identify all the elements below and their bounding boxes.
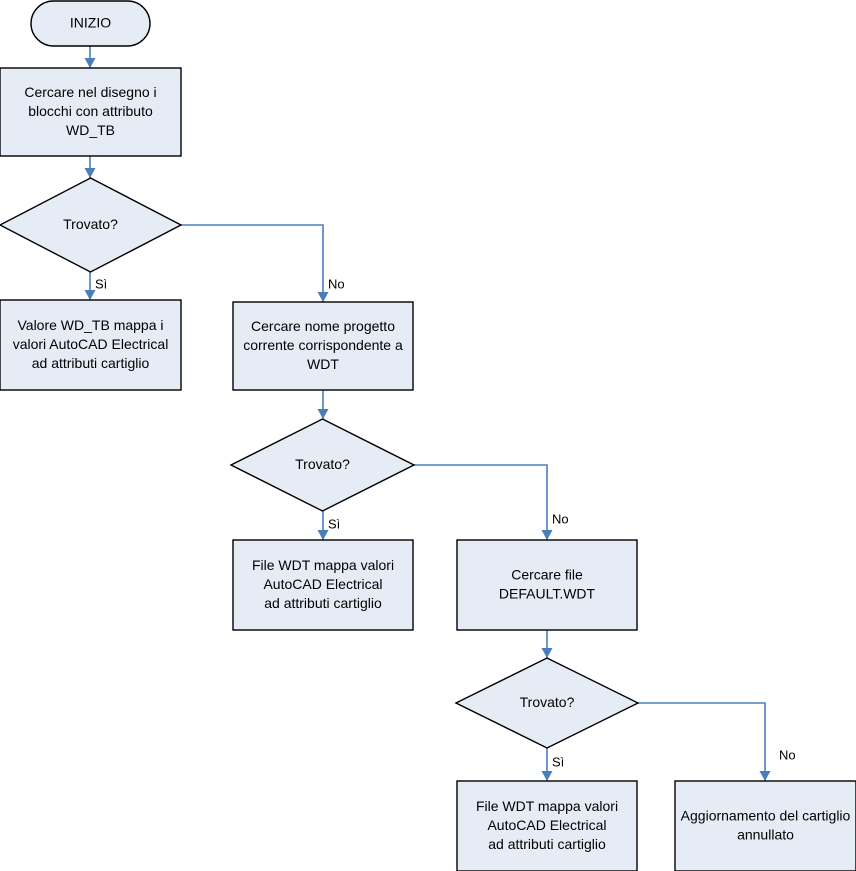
process-shape [0, 299, 182, 391]
edge-arrowhead [541, 648, 553, 658]
edge-arrowhead [541, 530, 553, 540]
edge-line [414, 464, 548, 540]
edge-arrowhead [759, 771, 771, 781]
flow-node-decision-2[interactable]: Trovato? [229, 418, 416, 512]
edges-layer [84, 46, 771, 781]
node-label: INIZIO [70, 14, 111, 30]
node-label: Trovato? [295, 456, 350, 472]
flow-edge-e-d1-no [181, 224, 329, 302]
edge-arrowhead [84, 290, 96, 300]
process-shape [456, 539, 638, 631]
edge-arrowhead [84, 168, 96, 178]
node-label: Trovato? [520, 694, 575, 710]
flow-edge-e-d2-yes [317, 511, 329, 540]
flow-edge-e-start-search [84, 46, 96, 68]
edge-label-e-d2-no: No [552, 511, 569, 526]
terminator-shape [30, 0, 151, 47]
node-label: Trovato? [63, 216, 118, 232]
decision-shape [454, 657, 640, 749]
flow-edge-e-searchproj-d2 [317, 390, 329, 419]
flow-node-decision-1[interactable]: Trovato? [0, 177, 183, 273]
edge-line [638, 702, 766, 781]
edge-arrowhead [84, 58, 96, 68]
decision-shape [229, 418, 416, 512]
edge-label-e-d3-no: No [779, 747, 796, 762]
decision-shape [0, 177, 183, 273]
process-shape [674, 780, 856, 871]
edge-label-e-d2-yes: Sì [328, 516, 340, 531]
edge-arrowhead [317, 409, 329, 419]
flow-edge-e-d1-yes [84, 272, 96, 300]
process-shape [0, 67, 182, 157]
edge-arrowhead [541, 771, 553, 781]
edge-label-e-d1-yes: Sì [95, 276, 107, 291]
edge-arrowhead [317, 530, 329, 540]
flow-edge-e-default-d3 [541, 630, 553, 658]
edge-line [181, 224, 324, 302]
edge-label-e-d1-no: No [328, 276, 345, 291]
flow-node-decision-3[interactable]: Trovato? [454, 657, 640, 749]
edge-arrowhead [317, 292, 329, 302]
flow-edge-e-search-d1 [84, 156, 96, 178]
process-shape [456, 780, 638, 871]
process-shape [232, 539, 414, 631]
process-shape [232, 301, 414, 391]
flow-edge-e-d3-yes [541, 748, 553, 781]
edge-label-e-d3-yes: Sì [552, 754, 564, 769]
flow-edge-e-d3-no [638, 702, 771, 781]
flow-edge-e-d2-no [414, 464, 553, 540]
flow-node-start[interactable]: INIZIO [30, 0, 151, 47]
